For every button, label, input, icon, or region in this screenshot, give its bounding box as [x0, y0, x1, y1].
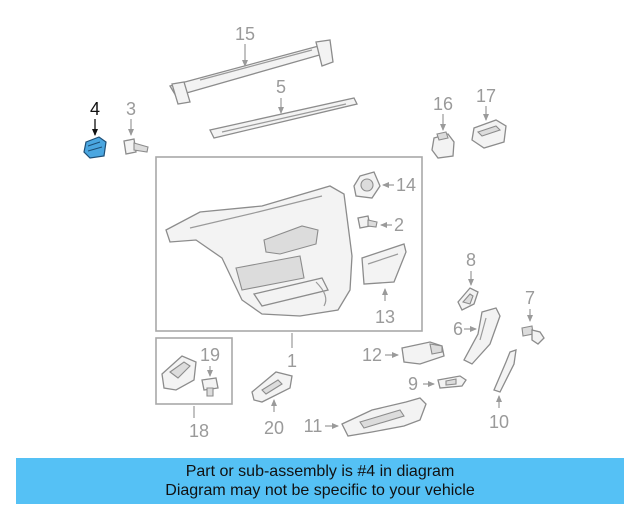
callout-11: 11 [304, 416, 323, 436]
part-10-trim [493, 349, 517, 393]
part-18-switch [161, 355, 197, 391]
callout-6: 6 [453, 319, 463, 339]
part-7-bolt [521, 325, 545, 345]
part-11-pull-handle [341, 397, 427, 437]
callout-19: 19 [200, 345, 220, 365]
callout-4: 4 [90, 99, 100, 119]
callout-17: 17 [476, 86, 496, 106]
parts-diagram: 15 5 4 3 16 17 1 [83, 24, 545, 441]
banner-line-1: Part or sub-assembly is #4 in diagram [185, 463, 455, 480]
callout-5: 5 [276, 77, 286, 97]
part-5-molding [209, 97, 358, 139]
callout-1: 1 [287, 351, 297, 371]
part-12-armrest-trim [401, 341, 445, 365]
part-17-bracket [471, 119, 507, 149]
part-13-insert [361, 243, 407, 285]
callout-7: 7 [525, 288, 535, 308]
part-6-bracket [463, 307, 501, 365]
part-9-trim [437, 375, 467, 389]
part-1-door-panel [165, 185, 353, 317]
callout-8: 8 [466, 250, 476, 270]
part-14-speaker-trim [353, 171, 381, 199]
callout-16: 16 [433, 94, 453, 114]
callout-18: 18 [189, 421, 209, 441]
part-20-bezel [251, 371, 293, 403]
callout-2: 2 [394, 215, 404, 235]
callout-12: 12 [362, 345, 382, 365]
part-3-screw [123, 138, 149, 155]
switch-group-box [155, 337, 233, 405]
part-19-clip [201, 377, 219, 397]
part-16-clip [431, 131, 455, 159]
callout-3: 3 [126, 99, 136, 119]
part-2-screw [357, 215, 378, 229]
callout-10: 10 [489, 412, 509, 432]
part-8-bezel [457, 287, 479, 311]
info-banner: Part or sub-assembly is #4 in diagram Di… [16, 458, 624, 504]
door-panel-box [155, 156, 423, 332]
callout-9: 9 [408, 374, 418, 394]
callout-14: 14 [396, 175, 416, 195]
part-4-clip-highlighted [83, 136, 107, 159]
part-15-strip [168, 39, 334, 105]
banner-line-2: Diagram may not be specific to your vehi… [165, 482, 475, 499]
callout-15: 15 [235, 24, 255, 44]
callout-20: 20 [264, 418, 284, 438]
callout-13: 13 [375, 307, 395, 327]
